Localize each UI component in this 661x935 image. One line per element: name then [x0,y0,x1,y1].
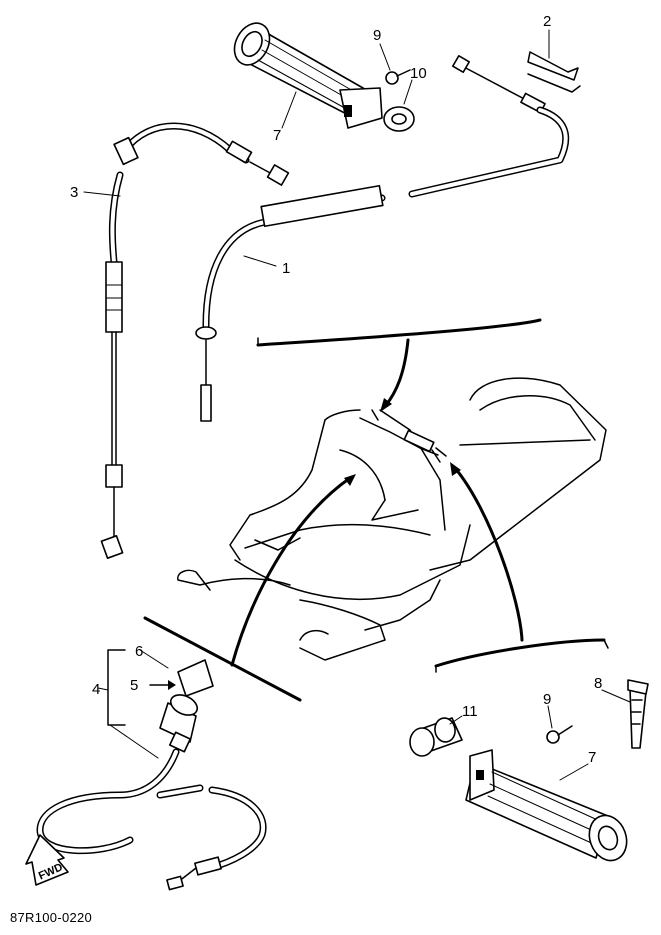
switch-assembly [36,649,267,891]
grip-top [233,22,383,129]
screw-top [385,69,411,85]
snowmobile-body [177,377,607,661]
callout-2: 2 [543,13,551,30]
fwd-arrow [25,834,69,886]
callout-9-top: 9 [373,27,381,44]
screw-bottom [546,725,573,744]
callout-11: 11 [462,703,478,720]
callout-5: 5 [130,677,138,694]
cable-clip [527,51,581,93]
callout-9-bottom: 9 [543,691,551,708]
drawing-code: 87R100-0220 [10,910,92,925]
brake-cable [100,122,290,559]
callouts: 1 2 3 4 5 6 7 7 8 9 9 10 11 [70,13,602,766]
pointer-arrows [143,318,609,702]
callout-10: 10 [410,65,427,82]
grip-bottom [465,749,628,862]
callout-8: 8 [594,675,602,692]
callout-3: 3 [70,184,78,201]
callout-4: 4 [92,681,100,698]
callout-6: 6 [135,643,143,660]
callout-1: 1 [282,260,290,277]
callout-7-top: 7 [273,127,281,144]
cable-tie [627,679,649,749]
collar [409,717,463,757]
washer [383,106,415,132]
throttle-cable [195,55,570,422]
callout-7-bottom: 7 [588,749,596,766]
leader-lines [83,29,631,781]
